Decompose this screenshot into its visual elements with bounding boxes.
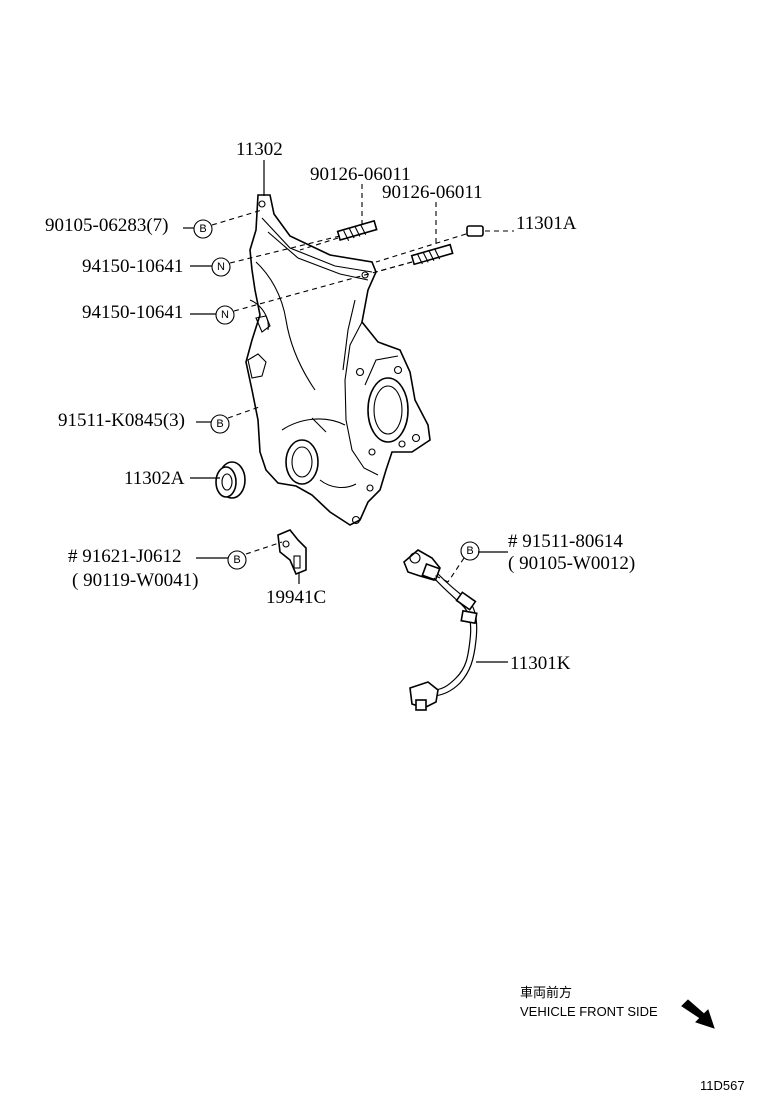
label-90126-06011-b: 90126-06011 xyxy=(382,182,483,203)
timing-cover-11302 xyxy=(245,194,431,526)
svg-text:B: B xyxy=(233,554,240,566)
callout-n-94150-b: N xyxy=(215,305,235,325)
label-90105-06283: 90105-06283(7) xyxy=(45,215,168,236)
label-90105-W0012: ( 90105-W0012) xyxy=(508,553,635,574)
callout-n-94150-a: N xyxy=(211,257,231,277)
label-90119-W0041: ( 90119-W0041) xyxy=(72,570,198,591)
stud-90126-a xyxy=(336,219,378,242)
label-91621-J0612: # 91621-J0612 xyxy=(68,546,181,567)
svg-text:N: N xyxy=(221,309,229,321)
oil-seal-11302A xyxy=(215,461,246,499)
label-19941C: 19941C xyxy=(266,587,326,608)
diagram-code: 11D567 xyxy=(700,1078,745,1093)
direction-jp: 車両前方 xyxy=(520,985,572,1000)
svg-text:B: B xyxy=(216,418,223,430)
label-90126-06011-a: 90126-06011 xyxy=(310,164,411,185)
label-94150-10641-a: 94150-10641 xyxy=(82,256,183,277)
label-11302: 11302 xyxy=(236,139,283,160)
label-11302A: 11302A xyxy=(124,468,185,489)
direction-en: VEHICLE FRONT SIDE xyxy=(520,1004,658,1019)
sensor-11301K xyxy=(403,549,478,711)
bracket-19941C xyxy=(277,529,307,576)
callout-b-91511-80614: B xyxy=(460,541,480,561)
svg-text:B: B xyxy=(466,545,473,557)
label-94150-10641-b: 94150-10641 xyxy=(82,302,183,323)
callout-b-91511-k0845: B xyxy=(210,414,230,434)
svg-text:N: N xyxy=(217,261,225,273)
svg-text:B: B xyxy=(199,223,206,235)
callout-b-90105: B xyxy=(193,219,213,239)
stud-90126-b xyxy=(410,243,454,266)
front-arrow-icon xyxy=(681,999,715,1029)
leader-lines xyxy=(183,160,514,663)
label-11301K: 11301K xyxy=(510,653,571,674)
pin-11301A xyxy=(466,225,484,237)
label-91511-80614: # 91511-80614 xyxy=(508,531,623,552)
callout-b-91621: B xyxy=(227,550,247,570)
label-91511-K0845: 91511-K0845(3) xyxy=(58,410,185,431)
label-11301A: 11301A xyxy=(516,213,577,234)
